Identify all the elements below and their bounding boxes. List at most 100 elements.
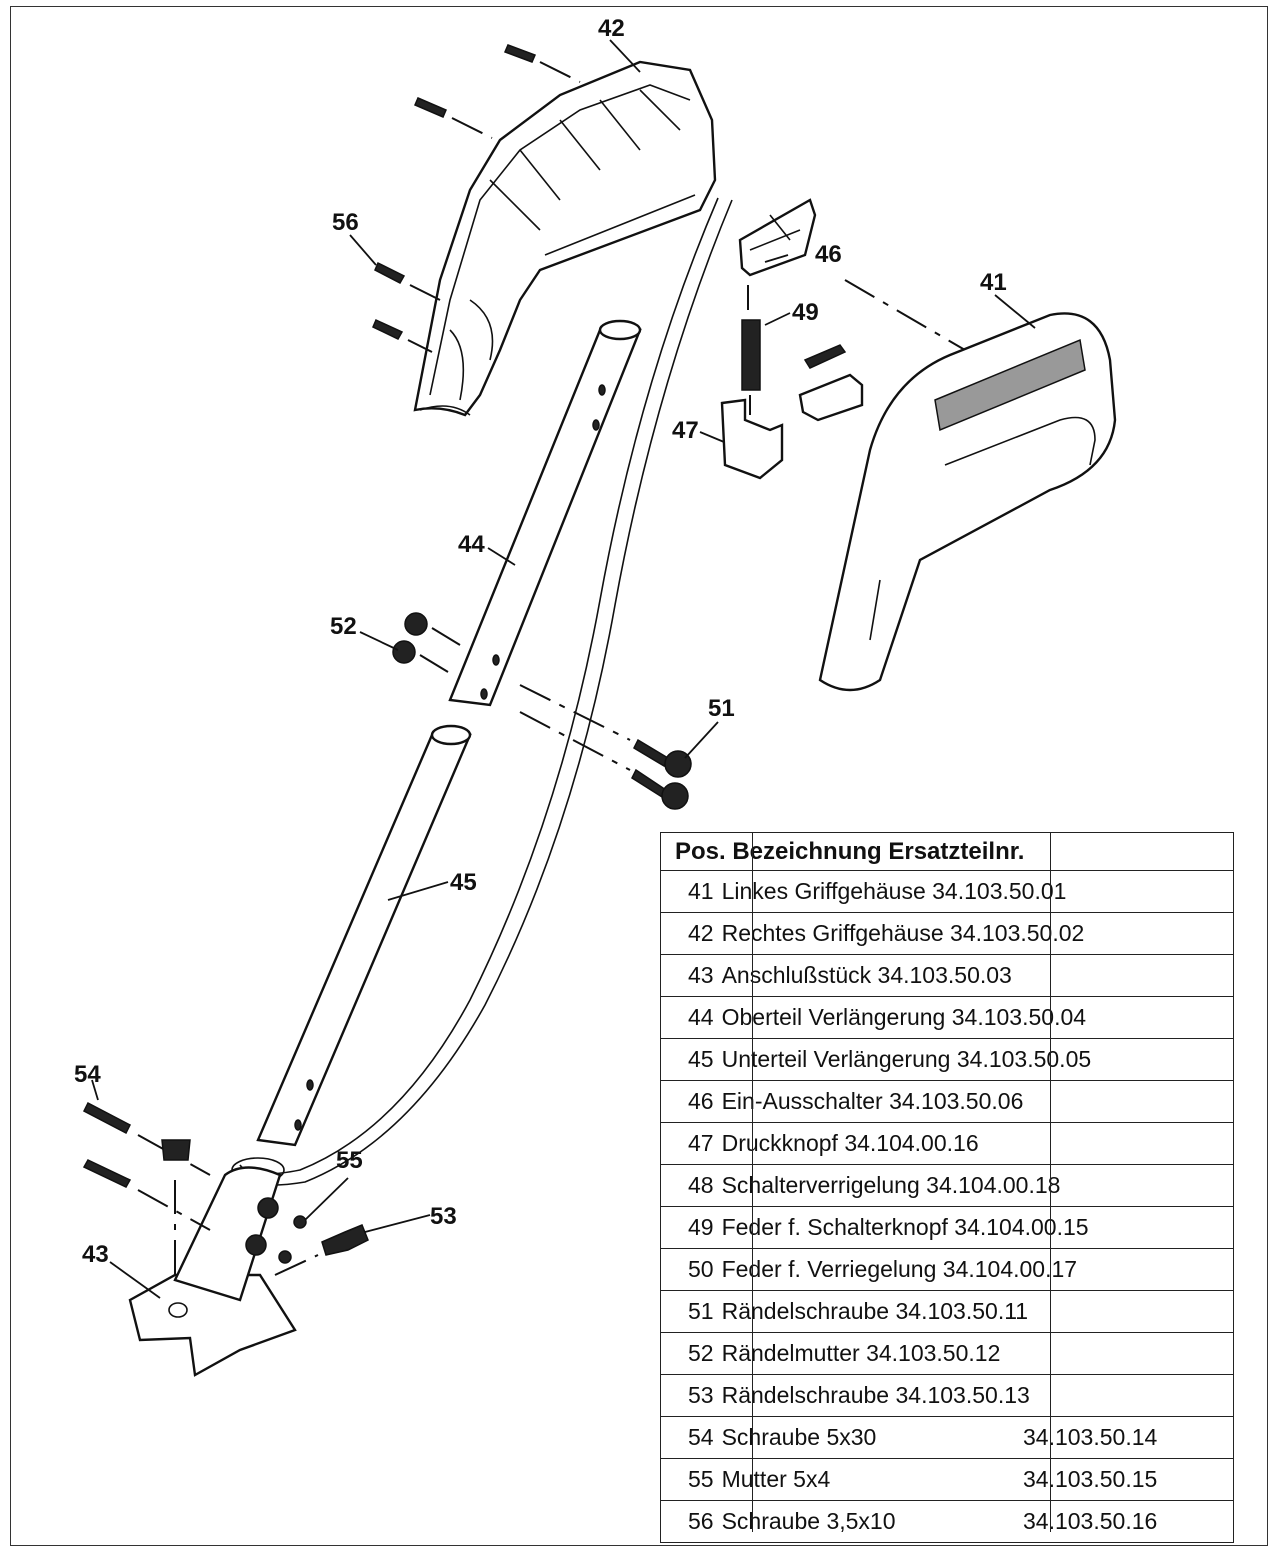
row-part-number: 34.103.50.11 (895, 1298, 1029, 1324)
row-part-number: 34.104.00.15 (954, 1214, 1089, 1240)
part-55-nuts (278, 1215, 307, 1264)
table-cell: 56 Schraube 3,5x10 34.103.50.16 (660, 1500, 1234, 1543)
row-part-number: 34.103.50.13 (895, 1382, 1030, 1408)
row-position: 42 (688, 920, 714, 946)
part-49-spring (741, 319, 847, 415)
part-47-push-button (720, 398, 784, 480)
row-part-number: 34.103.50.15 (1023, 1466, 1158, 1492)
row-part-number: 34.103.50.16 (1023, 1508, 1158, 1534)
row-part-number: 34.104.00.16 (844, 1130, 979, 1156)
row-name: Oberteil Verlängerung (721, 1004, 946, 1030)
parts-table: Pos. Bezeichnung Ersatzteilnr. 41 Linkes … (660, 832, 1234, 1543)
row-part-number: 34.103.50.14 (1023, 1424, 1158, 1450)
table-cell: 44 Oberteil Verlängerung 34.103.50.04 (660, 996, 1234, 1039)
table-header-row: Pos. Bezeichnung Ersatzteilnr. (660, 832, 1234, 871)
row-position: 47 (688, 1130, 714, 1156)
table-cell: 53 Rändelschraube 34.103.50.13 (660, 1374, 1234, 1417)
table-row: 56 Schraube 3,5x10 34.103.50.16 (660, 1500, 1234, 1543)
part-53-knurled-screw (274, 1224, 369, 1276)
row-name: Rechtes Griffgehäuse (721, 920, 944, 946)
row-position: 52 (688, 1340, 714, 1366)
table-row: 44 Oberteil Verlängerung 34.103.50.04 (660, 996, 1234, 1039)
row-position: 46 (688, 1088, 714, 1114)
table-column-line (752, 832, 753, 1532)
table-row: 52 Rändelmutter 34.103.50.12 (660, 1332, 1234, 1375)
screws-56 (372, 44, 581, 353)
row-name: Anschlußstück (721, 962, 872, 988)
row-part-number: 34.103.50.03 (877, 962, 1012, 988)
row-name: Feder f. Verriegelung (721, 1256, 937, 1282)
table-row: 42 Rechtes Griffgehäuse 34.103.50.02 (660, 912, 1234, 955)
table-cell: 45 Unterteil Verlängerung 34.103.50.05 (660, 1038, 1234, 1081)
table-header: Pos. Bezeichnung Ersatzteilnr. (660, 832, 1234, 871)
callout-41: 41 (980, 269, 1007, 296)
row-name: Linkes Griffgehäuse (721, 878, 926, 904)
callout-labels: 42 56 46 41 49 47 44 52 51 45 54 55 53 4… (74, 15, 1007, 1268)
row-name: Schalterverrigelung (721, 1172, 920, 1198)
row-position: 43 (688, 962, 714, 988)
table-column-line (1050, 832, 1051, 1532)
callout-47: 47 (672, 417, 699, 444)
row-name: Rändelschraube (721, 1382, 890, 1408)
part-54-screws (82, 1101, 211, 1280)
row-position: 53 (688, 1382, 714, 1408)
row-position: 51 (688, 1298, 714, 1324)
row-position: 44 (688, 1004, 714, 1030)
row-part-number: 34.103.50.06 (889, 1088, 1024, 1114)
row-part-number: 34.103.50.01 (932, 878, 1067, 904)
part-46-switch (738, 198, 817, 310)
row-name: Ein-Ausschalter (721, 1088, 883, 1114)
table-row: 46 Ein-Ausschalter 34.103.50.06 (660, 1080, 1234, 1123)
callout-42: 42 (598, 15, 625, 42)
row-name: Feder f. Schalterknopf (721, 1214, 948, 1240)
row-position: 45 (688, 1046, 714, 1072)
row-position: 56 (688, 1508, 714, 1534)
callout-54: 54 (74, 1061, 101, 1088)
callout-52: 52 (330, 613, 357, 640)
callout-46: 46 (815, 241, 842, 268)
row-part-number: 34.103.50.05 (956, 1046, 1092, 1072)
row-name: Schraube 3,5x10 (721, 1508, 896, 1534)
row-part-number: 34.103.50.02 (950, 920, 1085, 946)
table-cell: 52 Rändelmutter 34.103.50.12 (660, 1332, 1234, 1375)
row-name: Rändelschraube (721, 1298, 890, 1324)
callout-45: 45 (450, 869, 477, 896)
part-44-upper-tube (448, 319, 642, 707)
table-row: 48 Schalterverrigelung 34.104.00.18 (660, 1164, 1234, 1207)
callout-51: 51 (708, 695, 735, 722)
table-cell: 43 Anschlußstück 34.103.50.03 (660, 954, 1234, 997)
row-position: 55 (688, 1466, 714, 1492)
row-position: 54 (688, 1424, 714, 1450)
callout-49: 49 (792, 299, 819, 326)
row-part-number: 34.103.50.04 (951, 1004, 1087, 1030)
part-51-knurled-screws (519, 684, 692, 810)
part-41-left-handle-housing (818, 312, 1117, 692)
table-row: 51 Rändelschraube 34.103.50.11 (660, 1290, 1234, 1333)
callout-55: 55 (336, 1147, 363, 1174)
row-position: 48 (688, 1172, 714, 1198)
table-cell: 48 Schalterverrigelung 34.104.00.18 (660, 1164, 1234, 1207)
table-cell: 41 Linkes Griffgehäuse 34.103.50.01 (660, 870, 1234, 913)
row-name: Schraube 5x30 (721, 1424, 877, 1450)
part-43-connector (128, 1166, 297, 1377)
row-part-number: 34.103.50.12 (866, 1340, 1001, 1366)
table-row: 45 Unterteil Verlängerung 34.103.50.05 (660, 1038, 1234, 1081)
row-name: Rändelmutter (721, 1340, 860, 1366)
row-part-number: 34.104.00.18 (926, 1172, 1061, 1198)
assembly-line-41 (844, 279, 966, 351)
leader-lines (91, 39, 1036, 1299)
row-name: Unterteil Verlängerung (721, 1046, 951, 1072)
row-position: 41 (688, 878, 714, 904)
part-52-knurled-nuts (392, 612, 461, 673)
row-part-number: 34.104.00.17 (942, 1256, 1078, 1282)
part-42-right-handle-housing (413, 60, 717, 417)
